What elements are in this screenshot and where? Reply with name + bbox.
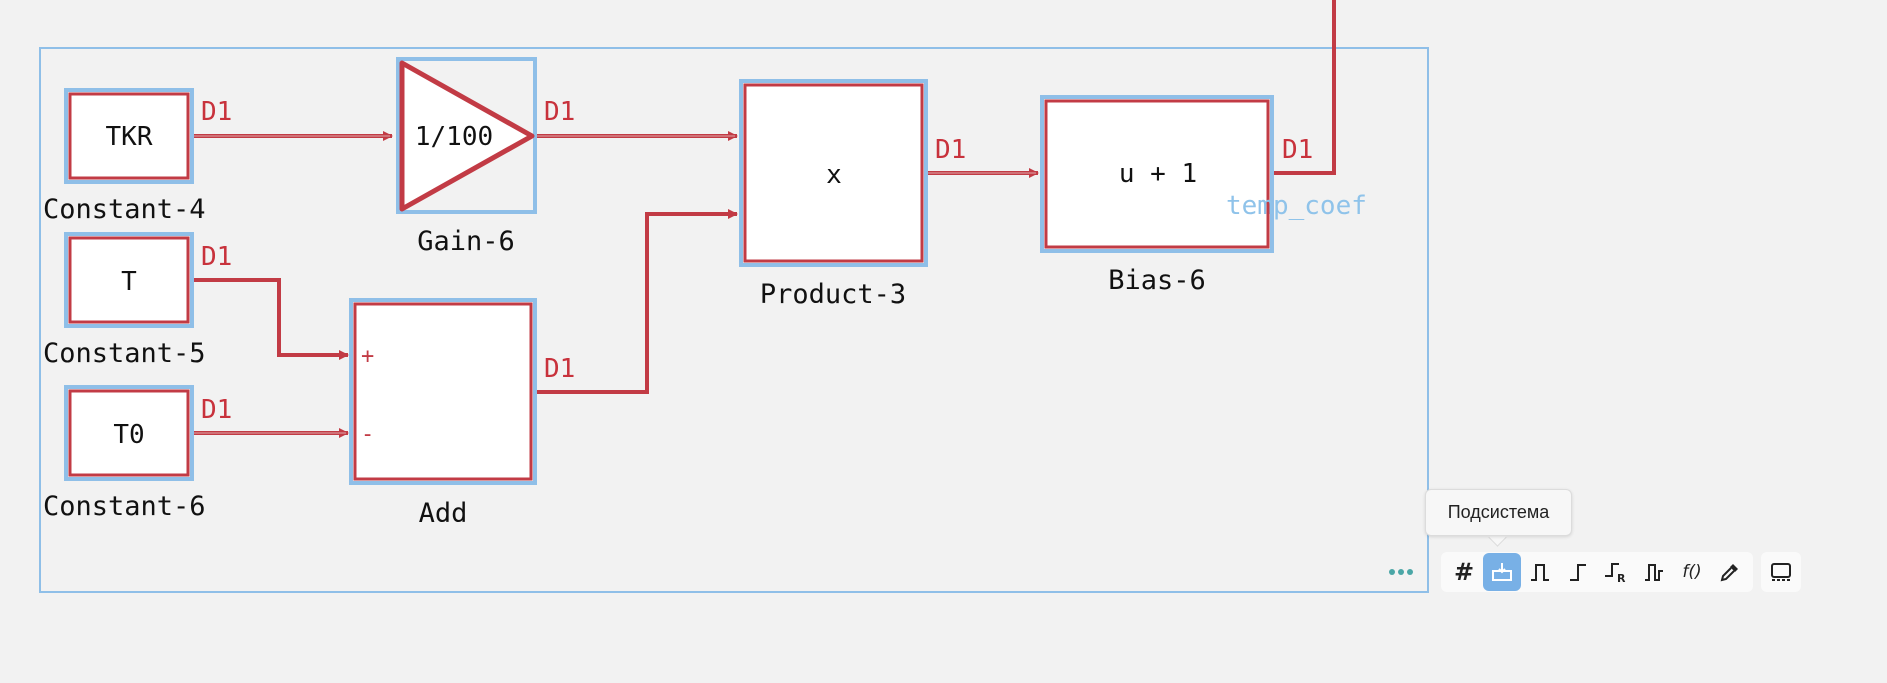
constant-4-value: TKR: [106, 122, 153, 152]
function-glyph: f(): [1682, 562, 1702, 582]
signal-label-add: D1: [544, 354, 575, 384]
pulse-alt-icon[interactable]: [1635, 553, 1673, 591]
step-r-icon[interactable]: R: [1597, 553, 1635, 591]
constant-6-value: T0: [113, 420, 144, 450]
signal-label-bias-6: D1: [1282, 135, 1313, 165]
block-product-3[interactable]: x: [739, 79, 928, 267]
constant-4-label: Constant-4: [43, 194, 206, 225]
step-r-glyph: R: [1605, 563, 1626, 583]
bias-6-label: Bias-6: [1108, 265, 1206, 296]
constant-6-label: Constant-6: [43, 491, 206, 522]
gain-6-value: 1/100: [415, 122, 493, 152]
panel-glyph: [1771, 563, 1791, 581]
block-gain-6[interactable]: 1/100: [396, 57, 537, 214]
wire-add-product3[interactable]: [534, 209, 738, 394]
more-options-icon[interactable]: [1389, 569, 1413, 575]
subsystem-icon[interactable]: [1483, 553, 1521, 591]
step-r-text: R: [1617, 572, 1626, 583]
constant-5-value: T: [121, 267, 137, 297]
gain-6-label: Gain-6: [417, 226, 515, 257]
step-icon[interactable]: [1559, 553, 1597, 591]
tooltip-text: Подсистема: [1447, 502, 1550, 522]
subsystem-glyph: [1492, 563, 1512, 581]
wire-constant5-add[interactable]: [192, 278, 349, 360]
signal-label-product-3: D1: [935, 135, 966, 165]
product-3-label: Product-3: [760, 279, 906, 310]
pulse-icon[interactable]: [1521, 553, 1559, 591]
signal-label-constant-4: D1: [201, 97, 232, 127]
grid-icon-glyph: #: [1453, 558, 1475, 586]
constant-5-label: Constant-5: [43, 338, 206, 369]
block-constant-5[interactable]: T: [64, 232, 194, 328]
tooltip: Подсистема: [1425, 489, 1572, 536]
block-bias-6[interactable]: u + 1: [1040, 95, 1274, 253]
signal-label-gain-6: D1: [544, 97, 575, 127]
pulse-alt-glyph: [1645, 564, 1663, 581]
bias-6-value: u + 1: [1119, 159, 1197, 189]
product-3-value: x: [826, 160, 842, 190]
grid-icon[interactable]: #: [1445, 553, 1483, 591]
block-toolbar: # R f(): [1441, 552, 1753, 592]
block-constant-6[interactable]: T0: [64, 385, 194, 481]
signal-label-constant-6: D1: [201, 395, 232, 425]
eyedropper-glyph: [1720, 564, 1738, 582]
add-port-minus: -: [361, 422, 374, 447]
subsystem-frame[interactable]: [39, 47, 1429, 593]
step-glyph: [1570, 564, 1586, 581]
wire-bias6-out[interactable]: [1272, 0, 1336, 175]
block-add[interactable]: + -: [349, 298, 537, 485]
output-label-temp-coef[interactable]: temp_coef: [1226, 191, 1367, 221]
function-icon[interactable]: f(): [1673, 553, 1711, 591]
block-constant-4[interactable]: TKR: [64, 88, 194, 184]
eyedropper-icon[interactable]: [1711, 553, 1749, 591]
add-port-plus: +: [361, 344, 374, 369]
panel-toggle-icon[interactable]: [1761, 552, 1801, 592]
add-label: Add: [419, 498, 468, 529]
signal-label-constant-5: D1: [201, 242, 232, 272]
pulse-glyph: [1531, 564, 1549, 581]
